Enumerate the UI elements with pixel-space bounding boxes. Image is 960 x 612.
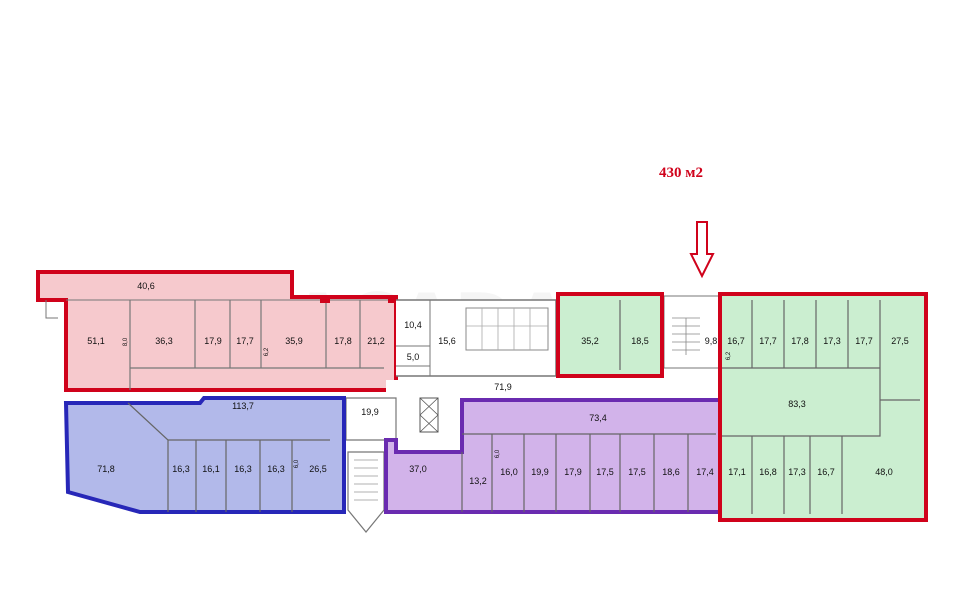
room-area: 16,8 bbox=[759, 467, 777, 477]
room-area: 16,3 bbox=[172, 464, 190, 474]
room-area: 26,5 bbox=[309, 464, 327, 474]
room-area: 48,0 bbox=[875, 467, 893, 477]
room-area: 17,8 bbox=[791, 336, 809, 346]
room-area: 71,9 bbox=[494, 382, 512, 392]
room-area: 16,0 bbox=[500, 467, 518, 477]
room-area: 16,3 bbox=[234, 464, 252, 474]
room-area: 73,4 bbox=[589, 413, 607, 423]
room-area: 51,1 bbox=[87, 336, 105, 346]
room-area: 17,7 bbox=[759, 336, 777, 346]
room-area: 17,3 bbox=[788, 467, 806, 477]
room-area: 19,9 bbox=[531, 467, 549, 477]
zone-blue bbox=[63, 396, 346, 514]
room-area: 10,4 bbox=[404, 320, 422, 330]
room-area: 18,6 bbox=[662, 467, 680, 477]
room-area: 27,5 bbox=[891, 336, 909, 346]
room-area: 17,5 bbox=[628, 467, 646, 477]
room-labels: 40,6 51,1 36,3 17,9 17,7 35,9 17,8 21,2 … bbox=[87, 281, 909, 486]
room-area: 36,3 bbox=[155, 336, 173, 346]
room-area: 21,2 bbox=[367, 336, 385, 346]
room-area: 15,6 bbox=[438, 336, 456, 346]
zone-green-big bbox=[718, 292, 928, 522]
room-area: 17,3 bbox=[823, 336, 841, 346]
room-area: 35,9 bbox=[285, 336, 303, 346]
dimension-labels: 8,0 6,2 6,0 6,0 6,2 bbox=[123, 337, 732, 468]
room-area: 16,7 bbox=[817, 467, 835, 477]
room-area: 17,4 bbox=[696, 467, 714, 477]
room-area: 17,8 bbox=[334, 336, 352, 346]
room-area: 17,9 bbox=[564, 467, 582, 477]
room-area: 16,1 bbox=[202, 464, 220, 474]
room-area: 17,5 bbox=[596, 467, 614, 477]
room-area: 16,7 bbox=[727, 336, 745, 346]
room-area: 35,2 bbox=[581, 336, 599, 346]
room-area: 71,8 bbox=[97, 464, 115, 474]
room-area: 17,1 bbox=[728, 467, 746, 477]
room-area: 37,0 bbox=[409, 464, 427, 474]
zone-green-small bbox=[556, 292, 664, 378]
dimension: 6,2 bbox=[726, 351, 732, 360]
dimension: 6,2 bbox=[264, 347, 270, 356]
dimension: 8,0 bbox=[123, 337, 129, 346]
room-area: 16,3 bbox=[267, 464, 285, 474]
room-area: 19,9 bbox=[361, 407, 379, 417]
room-area: 17,7 bbox=[855, 336, 873, 346]
room-area: 17,7 bbox=[236, 336, 254, 346]
dimension: 6,0 bbox=[495, 449, 501, 458]
room-area: 18,5 bbox=[631, 336, 649, 346]
room-area: 83,3 bbox=[788, 399, 806, 409]
dimension: 6,0 bbox=[294, 459, 300, 468]
plan-title: 430 м2 bbox=[659, 165, 703, 181]
room-area: 5,0 bbox=[407, 352, 420, 362]
room-area: 40,6 bbox=[137, 281, 155, 291]
room-area: 113,7 bbox=[232, 401, 254, 411]
down-arrow-icon bbox=[689, 221, 715, 279]
room-area: 13,2 bbox=[469, 476, 487, 486]
room-area: 17,9 bbox=[204, 336, 222, 346]
room-area: 9,8 bbox=[705, 336, 718, 346]
